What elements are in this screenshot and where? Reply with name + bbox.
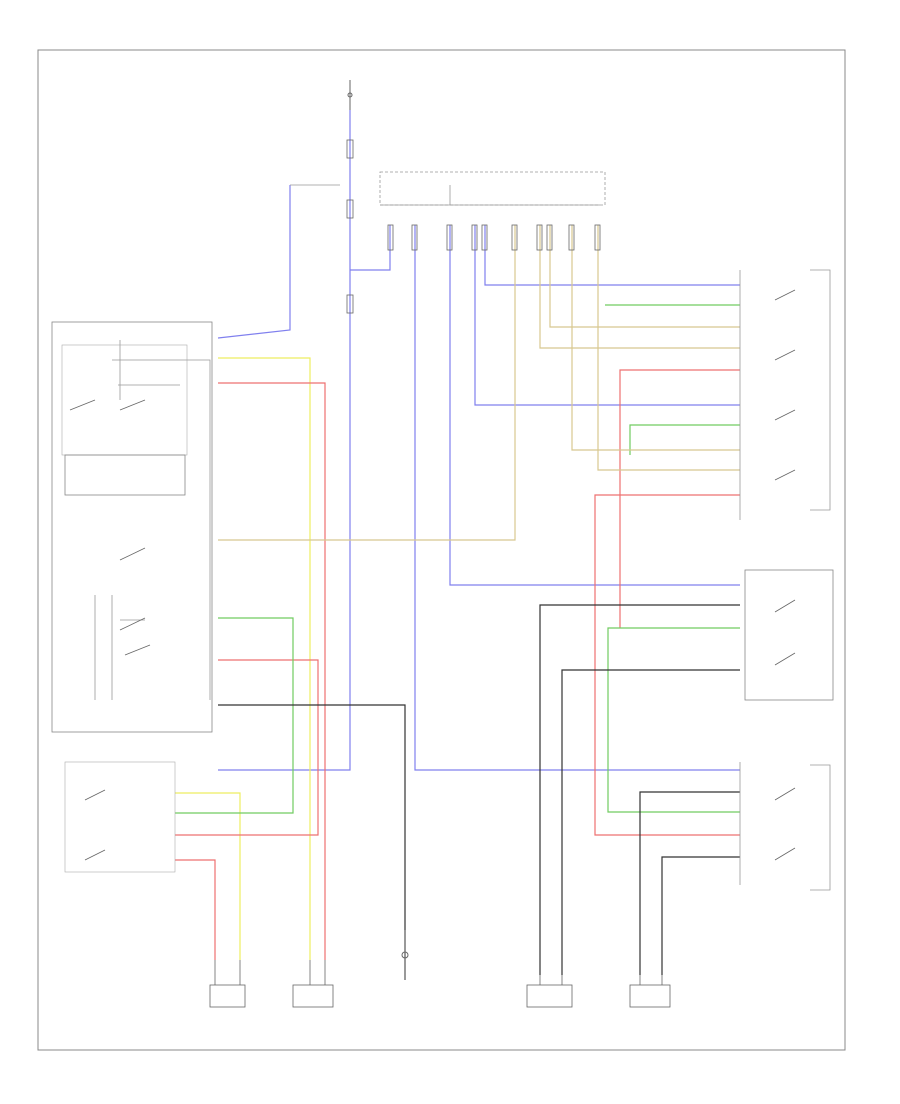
black-wires bbox=[218, 604, 740, 975]
left-rear-switch bbox=[744, 569, 834, 701]
motor-right-rear bbox=[629, 984, 671, 1008]
yellow-wires bbox=[175, 357, 311, 960]
motor-left-rear bbox=[526, 984, 573, 1008]
red-wires bbox=[175, 369, 740, 960]
right-rear-switch bbox=[739, 762, 831, 891]
motor-right-front bbox=[209, 984, 246, 1008]
right-front-switch bbox=[64, 761, 176, 873]
left-front-switch bbox=[739, 269, 831, 520]
junction-block bbox=[379, 171, 606, 251]
motor-lock bbox=[401, 930, 409, 980]
ground-lines bbox=[94, 184, 600, 700]
blue-wires bbox=[217, 110, 740, 771]
motor-left-front bbox=[292, 984, 334, 1008]
diagram-frame bbox=[37, 49, 846, 1051]
green-wires bbox=[175, 304, 740, 814]
main-window-switch bbox=[51, 321, 213, 733]
tan-wires bbox=[218, 225, 740, 541]
power-source bbox=[346, 80, 354, 314]
